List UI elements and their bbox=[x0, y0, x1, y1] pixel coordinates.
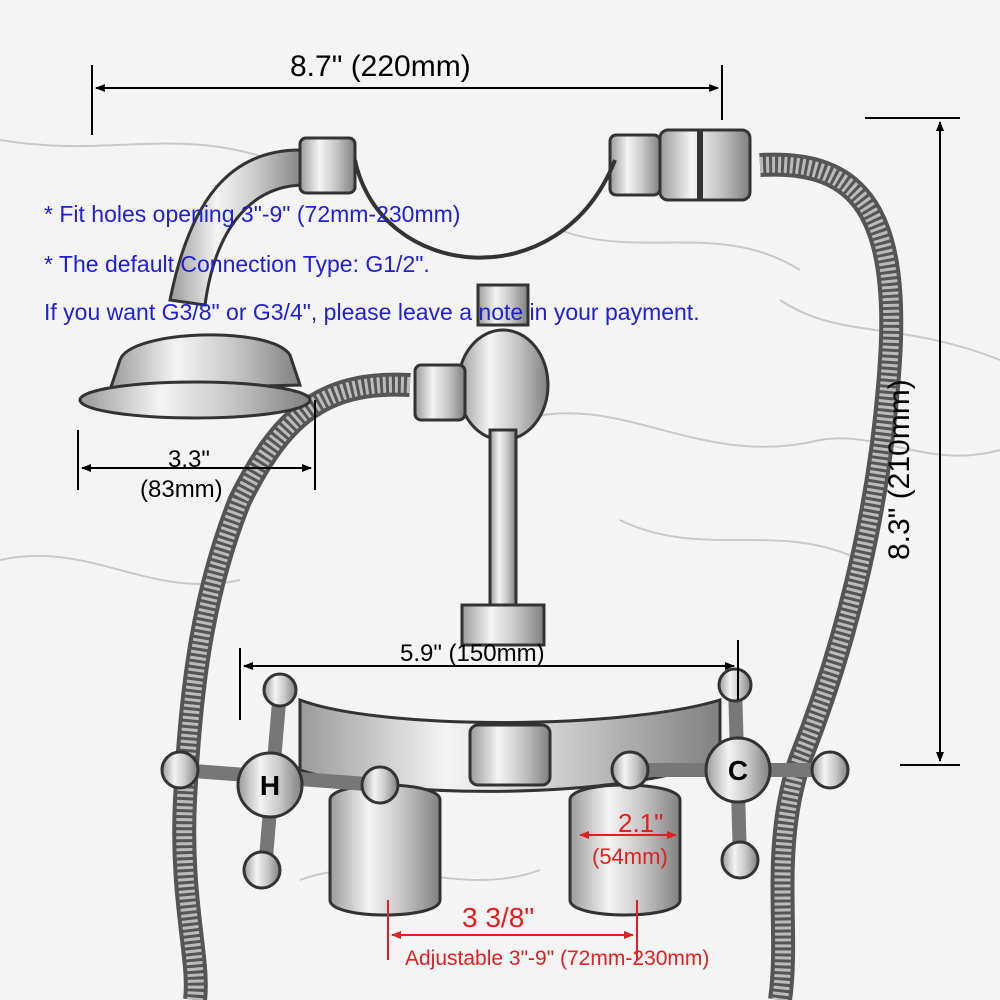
shower-head bbox=[78, 333, 312, 420]
dim-inlet-inch: 2.1" bbox=[618, 808, 664, 838]
cold-handle-label: C bbox=[728, 755, 748, 786]
hot-handle bbox=[160, 672, 400, 890]
dim-shower-head-inch: 3.3" bbox=[168, 446, 210, 473]
dimension-lines bbox=[77, 65, 960, 766]
cold-handle bbox=[610, 667, 850, 880]
hot-handle-label: H bbox=[260, 770, 280, 801]
shower-hose bbox=[172, 152, 904, 1000]
dim-handle-span: 5.9" (150mm) bbox=[400, 640, 545, 667]
note-connection-type: * The default Connection Type: G1/2". bbox=[44, 251, 430, 277]
note-alt-connection: If you want G3/8" or G3/4", please leave… bbox=[44, 299, 700, 325]
dim-shower-head-mm: (83mm) bbox=[140, 476, 223, 503]
dim-centers: 3 3/8" bbox=[462, 902, 535, 933]
faucet-riser bbox=[413, 283, 550, 647]
handset-cradle bbox=[353, 159, 617, 260]
note-fit-holes: * Fit holes opening 3"-9" (72mm-230mm) bbox=[44, 201, 461, 227]
dim-adjustable: Adjustable 3"-9" (72mm-230mm) bbox=[405, 947, 710, 970]
dim-inlet-mm: (54mm) bbox=[592, 844, 668, 869]
red-dimension-lines bbox=[387, 831, 677, 960]
dim-overall-height: 8.3" (210mm) bbox=[883, 379, 916, 560]
dim-handset-width: 8.7" (220mm) bbox=[290, 50, 471, 83]
faucet-body bbox=[298, 697, 722, 917]
